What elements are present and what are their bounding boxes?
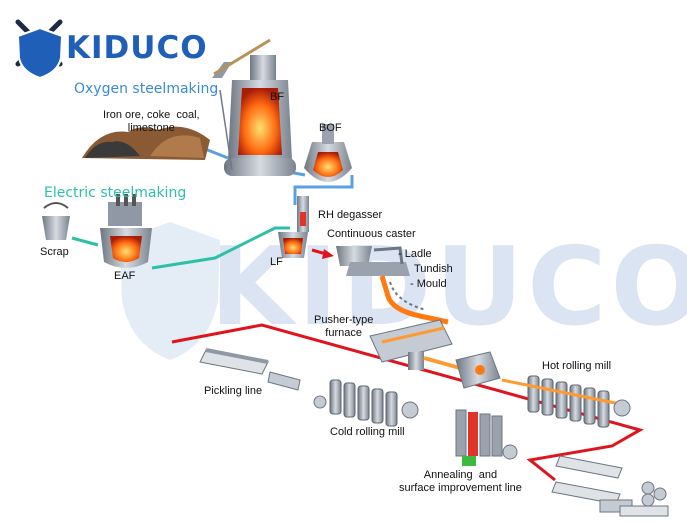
- pusher-furnace-icon: [369, 319, 461, 370]
- ladle-icon: [278, 232, 308, 258]
- label-pusher-furnace: Pusher-type furnace: [314, 314, 374, 339]
- continuous-caster-icon: [336, 246, 449, 325]
- cold-entry-coil: [313, 395, 327, 409]
- rolling-stand-icon: [357, 385, 370, 421]
- label-bof: BOF: [319, 122, 342, 134]
- rh-degasser-icon: [297, 196, 309, 232]
- rolling-stand-icon: [371, 388, 384, 424]
- rolling-stand-icon: [583, 387, 596, 425]
- rolling-stand-icon: [541, 378, 554, 416]
- rolling-stand-icon: [527, 375, 540, 413]
- section-oxygen-steelmaking: Oxygen steelmaking: [74, 81, 219, 97]
- hot-strip: [501, 378, 621, 406]
- rolling-stand-icon: [569, 384, 582, 422]
- rolling-stand-icon: [555, 381, 568, 419]
- label-lf: LF: [270, 256, 283, 268]
- label-mould: - Mould: [410, 278, 447, 290]
- label-scrap: Scrap: [40, 246, 69, 258]
- label-pickling-line: Pickling line: [204, 385, 263, 397]
- rolling-stand-icon: [597, 390, 610, 428]
- rolling-stand-icon: [329, 379, 342, 415]
- label-tundish: Tundish: [414, 263, 453, 275]
- caster-arrow: [311, 248, 334, 259]
- label-continuous-caster: Continuous caster: [327, 228, 416, 240]
- eaf-icon: [100, 194, 152, 268]
- blast-furnace-icon: [212, 38, 296, 176]
- rolling-flow-line: [171, 323, 644, 482]
- raw-material-piles: [82, 126, 210, 160]
- roughing-stand-icon: [455, 351, 501, 389]
- annealing-line-icon: [455, 409, 518, 466]
- scrap-bucket-icon: [42, 202, 70, 240]
- rolling-stand-icon: [343, 382, 356, 418]
- hot-coil: [613, 399, 631, 417]
- label-ladle: - Ladle: [398, 248, 432, 260]
- label-annealing-line: Annealing and surface improvement line: [399, 469, 522, 494]
- section-electric-steelmaking: Electric steelmaking: [44, 185, 187, 201]
- cold-rolling-stands: [329, 379, 398, 427]
- label-cold-rolling-mill: Cold rolling mill: [330, 426, 405, 438]
- brand-name: KIDUCO: [66, 30, 208, 66]
- shield-logo-icon: [15, 19, 64, 80]
- pickling-line-icon: [199, 348, 301, 391]
- label-eaf: EAF: [114, 270, 136, 282]
- label-rh-degasser: RH degasser: [318, 209, 383, 221]
- electric-flow-lines: [71, 226, 290, 270]
- converter-icon: [304, 124, 352, 182]
- label-raw-materials: Iron ore, coke coal, limestone: [103, 109, 200, 134]
- finishing-line-icon: [551, 455, 669, 517]
- label-bf: BF: [270, 91, 285, 103]
- rolling-stand-icon: [385, 391, 398, 427]
- label-hot-rolling-mill: Hot rolling mill: [542, 360, 612, 372]
- cold-exit-coil: [401, 401, 419, 419]
